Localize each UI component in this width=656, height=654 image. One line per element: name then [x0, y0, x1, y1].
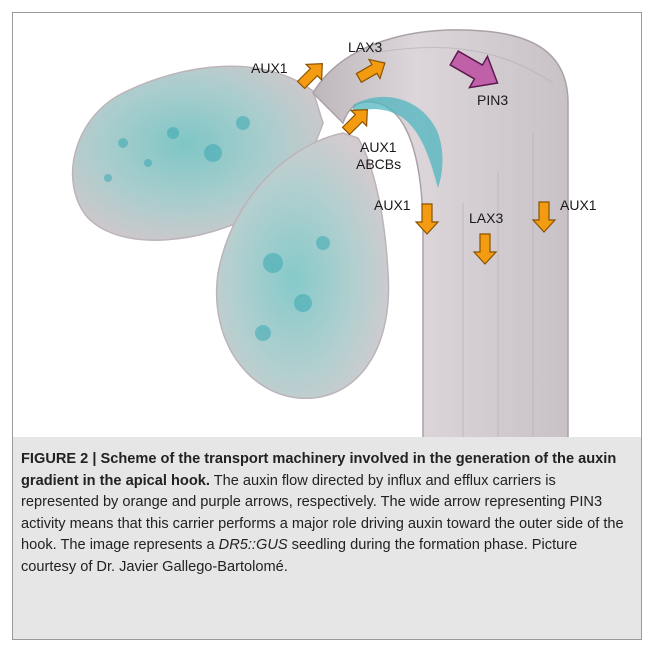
- figure-caption: FIGURE 2 | Scheme of the transport machi…: [13, 437, 642, 640]
- label-lax3-mid: LAX3: [469, 210, 503, 226]
- label-lax3-top: LAX3: [348, 39, 382, 55]
- label-aux1-inner: AUX1: [360, 139, 397, 155]
- caption-italic-construct: DR5::GUS: [219, 537, 288, 553]
- label-aux1-right: AUX1: [560, 197, 597, 213]
- label-pin3: PIN3: [477, 92, 508, 108]
- label-aux1-left: AUX1: [374, 197, 411, 213]
- seedling-micrograph: AUX1 LAX3 PIN3 AUX1 ABCBs AUX1 LAX3 AUX1: [13, 13, 642, 443]
- figure-panel: AUX1 LAX3 PIN3 AUX1 ABCBs AUX1 LAX3 AUX1…: [12, 12, 642, 640]
- label-aux1-top: AUX1: [251, 60, 288, 76]
- label-abcbs: ABCBs: [356, 156, 401, 172]
